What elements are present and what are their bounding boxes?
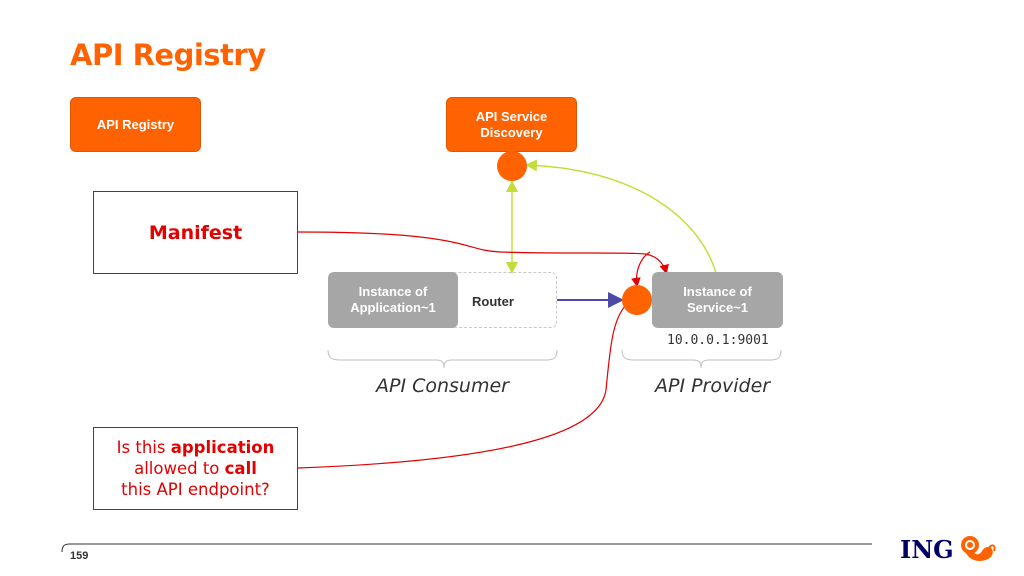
service-instance-box: Instance of Service~1 [652,272,783,328]
ip-address-label: 10.0.0.1:9001 [667,333,769,348]
manifest-link [297,231,669,275]
question-emphasis-call: call [224,459,257,478]
lion-icon [960,536,996,561]
question-link [297,304,627,469]
service-registration-link [525,159,717,274]
page-number: 159 [70,550,89,562]
discovery-node-circle [497,151,527,181]
api-provider-label: API Provider [655,375,771,397]
question-text: Is this application allowed to call this… [117,437,275,500]
question-part-1: Is this [116,438,171,457]
ing-logo: ING [900,533,998,565]
router-label: Router [472,294,514,309]
policy-loop-arrow [631,251,651,288]
ing-logo-text: ING [900,534,954,564]
manifest-label: Manifest [148,221,243,244]
application-instance-box: Instance of Application~1 [328,272,458,328]
question-part-3: allowed to [134,459,225,478]
provider-node-circle [622,285,652,315]
manifest-box: Manifest [93,191,298,274]
page-title: API Registry [70,38,266,72]
footer-line [61,543,872,553]
api-consumer-label: API Consumer [376,375,509,397]
question-emphasis-application: application [170,438,275,457]
question-box: Is this application allowed to call this… [93,427,298,510]
consumer-brace [327,349,558,369]
api-service-discovery-box: API Service Discovery [446,97,577,152]
api-registry-box: API Registry [70,97,201,152]
provider-brace [621,349,782,369]
question-part-5: this API endpoint? [121,480,270,499]
